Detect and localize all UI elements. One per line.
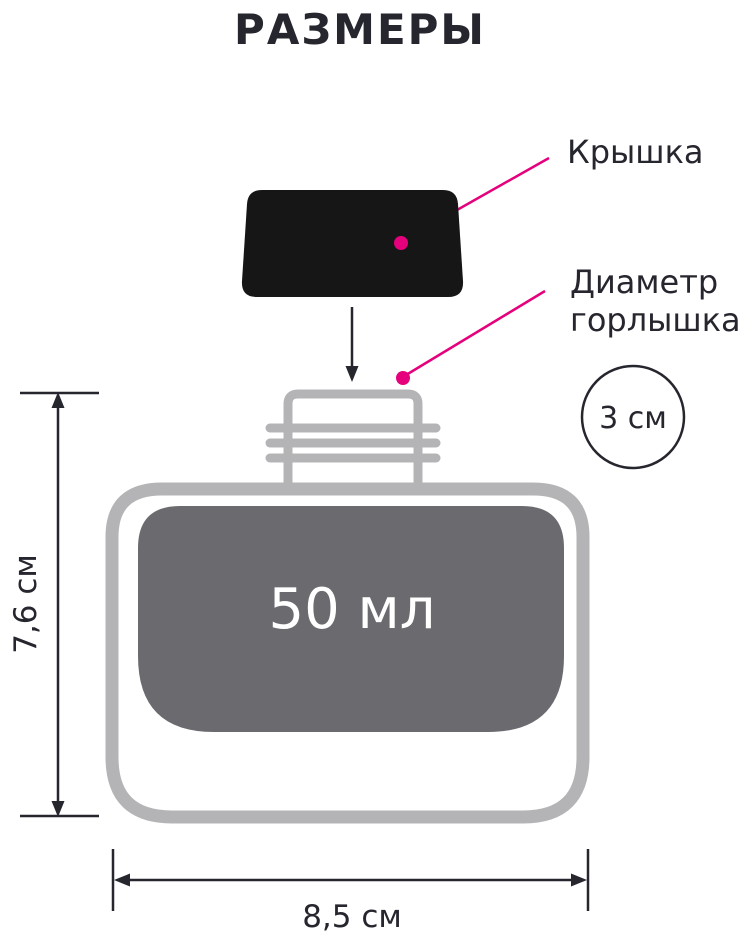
height-dim-label: 7,6 см xyxy=(8,554,44,654)
height-dimension: 7,6 см xyxy=(8,391,99,818)
width-dim-arrow-left xyxy=(114,873,130,887)
neck-diameter-label-line1: Диаметр xyxy=(570,263,718,301)
label-panel xyxy=(138,506,564,732)
cap-to-neck-arrow-head xyxy=(345,366,359,382)
neck-diameter-value: 3 см xyxy=(599,401,667,436)
height-dim-arrow-bottom xyxy=(51,801,65,817)
bottle-cap xyxy=(241,190,464,297)
neck-leader-line xyxy=(405,289,546,377)
volume-label: 50 мл xyxy=(268,577,435,642)
page-title: РАЗМЕРЫ xyxy=(234,5,486,54)
cap-marker-dot xyxy=(394,236,408,250)
width-dim-label: 8,5 см xyxy=(302,899,402,935)
neck-diameter-label-line2: горлышка xyxy=(570,301,741,339)
width-dim-arrow-right xyxy=(571,873,587,887)
bottle-neck-group xyxy=(265,371,441,484)
cap-label: Крышка xyxy=(567,133,704,171)
neck-diameter-value-circle xyxy=(580,364,686,470)
height-dim-arrow-top xyxy=(51,392,65,408)
width-dimension: 8,5 см xyxy=(111,849,590,935)
neck-marker-dot xyxy=(396,371,410,385)
